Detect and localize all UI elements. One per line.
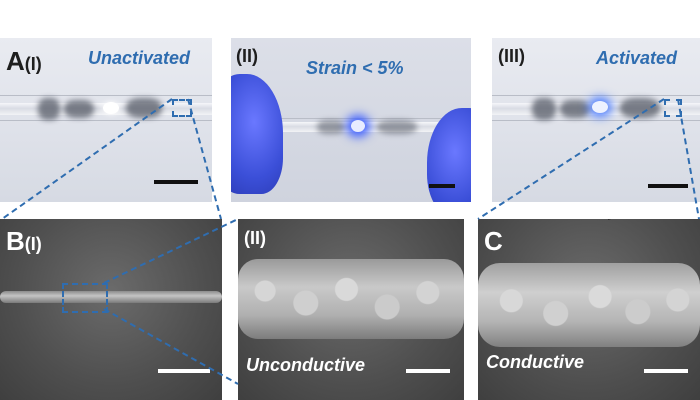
scale-bar <box>154 180 198 184</box>
panel-a-letter: A <box>6 46 25 76</box>
substrate-edge <box>0 95 212 96</box>
scale-bar <box>648 184 688 188</box>
blurred-ink-mark <box>532 98 556 120</box>
substrate-edge <box>0 120 212 121</box>
panel-a-ii-photo <box>231 38 471 202</box>
blurred-ink-mark <box>377 120 417 134</box>
panel-a-sub-ii: (II) <box>236 46 258 66</box>
blurred-ink-mark <box>560 100 590 118</box>
fiber-closeup <box>238 259 464 339</box>
panel-a-sub-iii: (III) <box>498 46 525 66</box>
panel-b-letter: B <box>6 226 25 256</box>
fiber <box>0 291 222 303</box>
substrate-edge <box>492 95 700 96</box>
scale-bar <box>406 369 450 373</box>
led-off <box>103 102 119 114</box>
scale-bar <box>644 369 688 373</box>
caption-conductive: Conductive <box>486 352 585 372</box>
panel-b-ii-sem <box>238 219 464 400</box>
panel-b-sub-ii: (II) <box>244 228 266 248</box>
led-glowing <box>592 101 608 113</box>
substrate-edge <box>231 118 471 119</box>
panel-b-label: B(I) <box>6 226 42 257</box>
caption-strain: Strain < 5% <box>306 58 404 78</box>
blurred-ink-mark <box>64 100 94 118</box>
led-glowing <box>351 120 365 132</box>
left-glove <box>231 74 283 194</box>
blurred-ink-mark <box>620 98 660 118</box>
zoom-region-box <box>62 283 108 313</box>
zoom-region-box <box>172 99 192 117</box>
zoom-region-box <box>664 99 682 117</box>
caption-activated: Activated <box>596 48 678 68</box>
blurred-ink-mark <box>38 98 60 120</box>
scale-bar <box>429 184 455 188</box>
fiber-closeup <box>478 263 700 347</box>
panel-b-sub-i: (I) <box>24 234 42 254</box>
panel-c-letter: C <box>484 226 503 256</box>
scale-bar <box>158 369 210 373</box>
caption-unactivated: Unactivated <box>88 48 191 68</box>
panel-c-sem <box>478 219 700 400</box>
panel-a-label: A(I) <box>6 46 42 77</box>
caption-unconductive: Unconductive <box>246 355 366 375</box>
blurred-ink-mark <box>126 98 162 118</box>
panel-a-sub-i: (I) <box>24 54 42 74</box>
substrate-crack <box>607 219 694 220</box>
blurred-ink-mark <box>317 120 345 134</box>
substrate-edge <box>492 120 700 121</box>
